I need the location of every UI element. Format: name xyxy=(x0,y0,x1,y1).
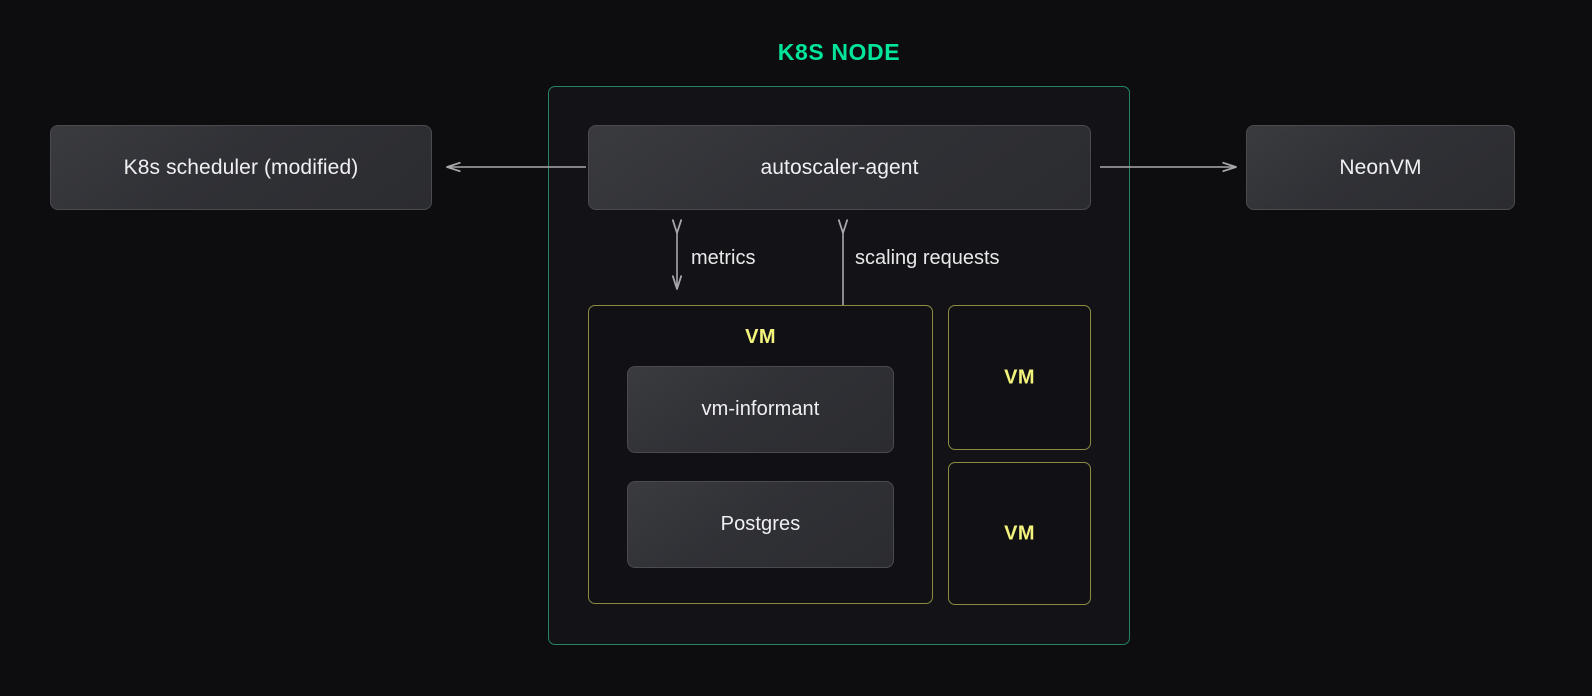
autoscaler-agent-box[interactable]: autoscaler-agent xyxy=(588,125,1091,210)
vm-secondary-container-2[interactable]: VM xyxy=(948,462,1091,605)
k8s-scheduler-box[interactable]: K8s scheduler (modified) xyxy=(50,125,432,210)
vm-secondary-label-1: VM xyxy=(1004,366,1035,388)
vm-main-label: VM xyxy=(745,326,776,348)
vm-informant-box[interactable]: vm-informant xyxy=(627,366,894,453)
vm-secondary-label-2: VM xyxy=(1004,522,1035,544)
neonvm-box[interactable]: NeonVM xyxy=(1246,125,1515,210)
vm-secondary-container-1[interactable]: VM xyxy=(948,305,1091,450)
metrics-edge-label: metrics xyxy=(691,247,756,269)
k8s-node-title: K8S NODE xyxy=(777,39,901,65)
scaling-requests-edge-label: scaling requests xyxy=(855,247,1000,269)
postgres-box[interactable]: Postgres xyxy=(627,481,894,568)
